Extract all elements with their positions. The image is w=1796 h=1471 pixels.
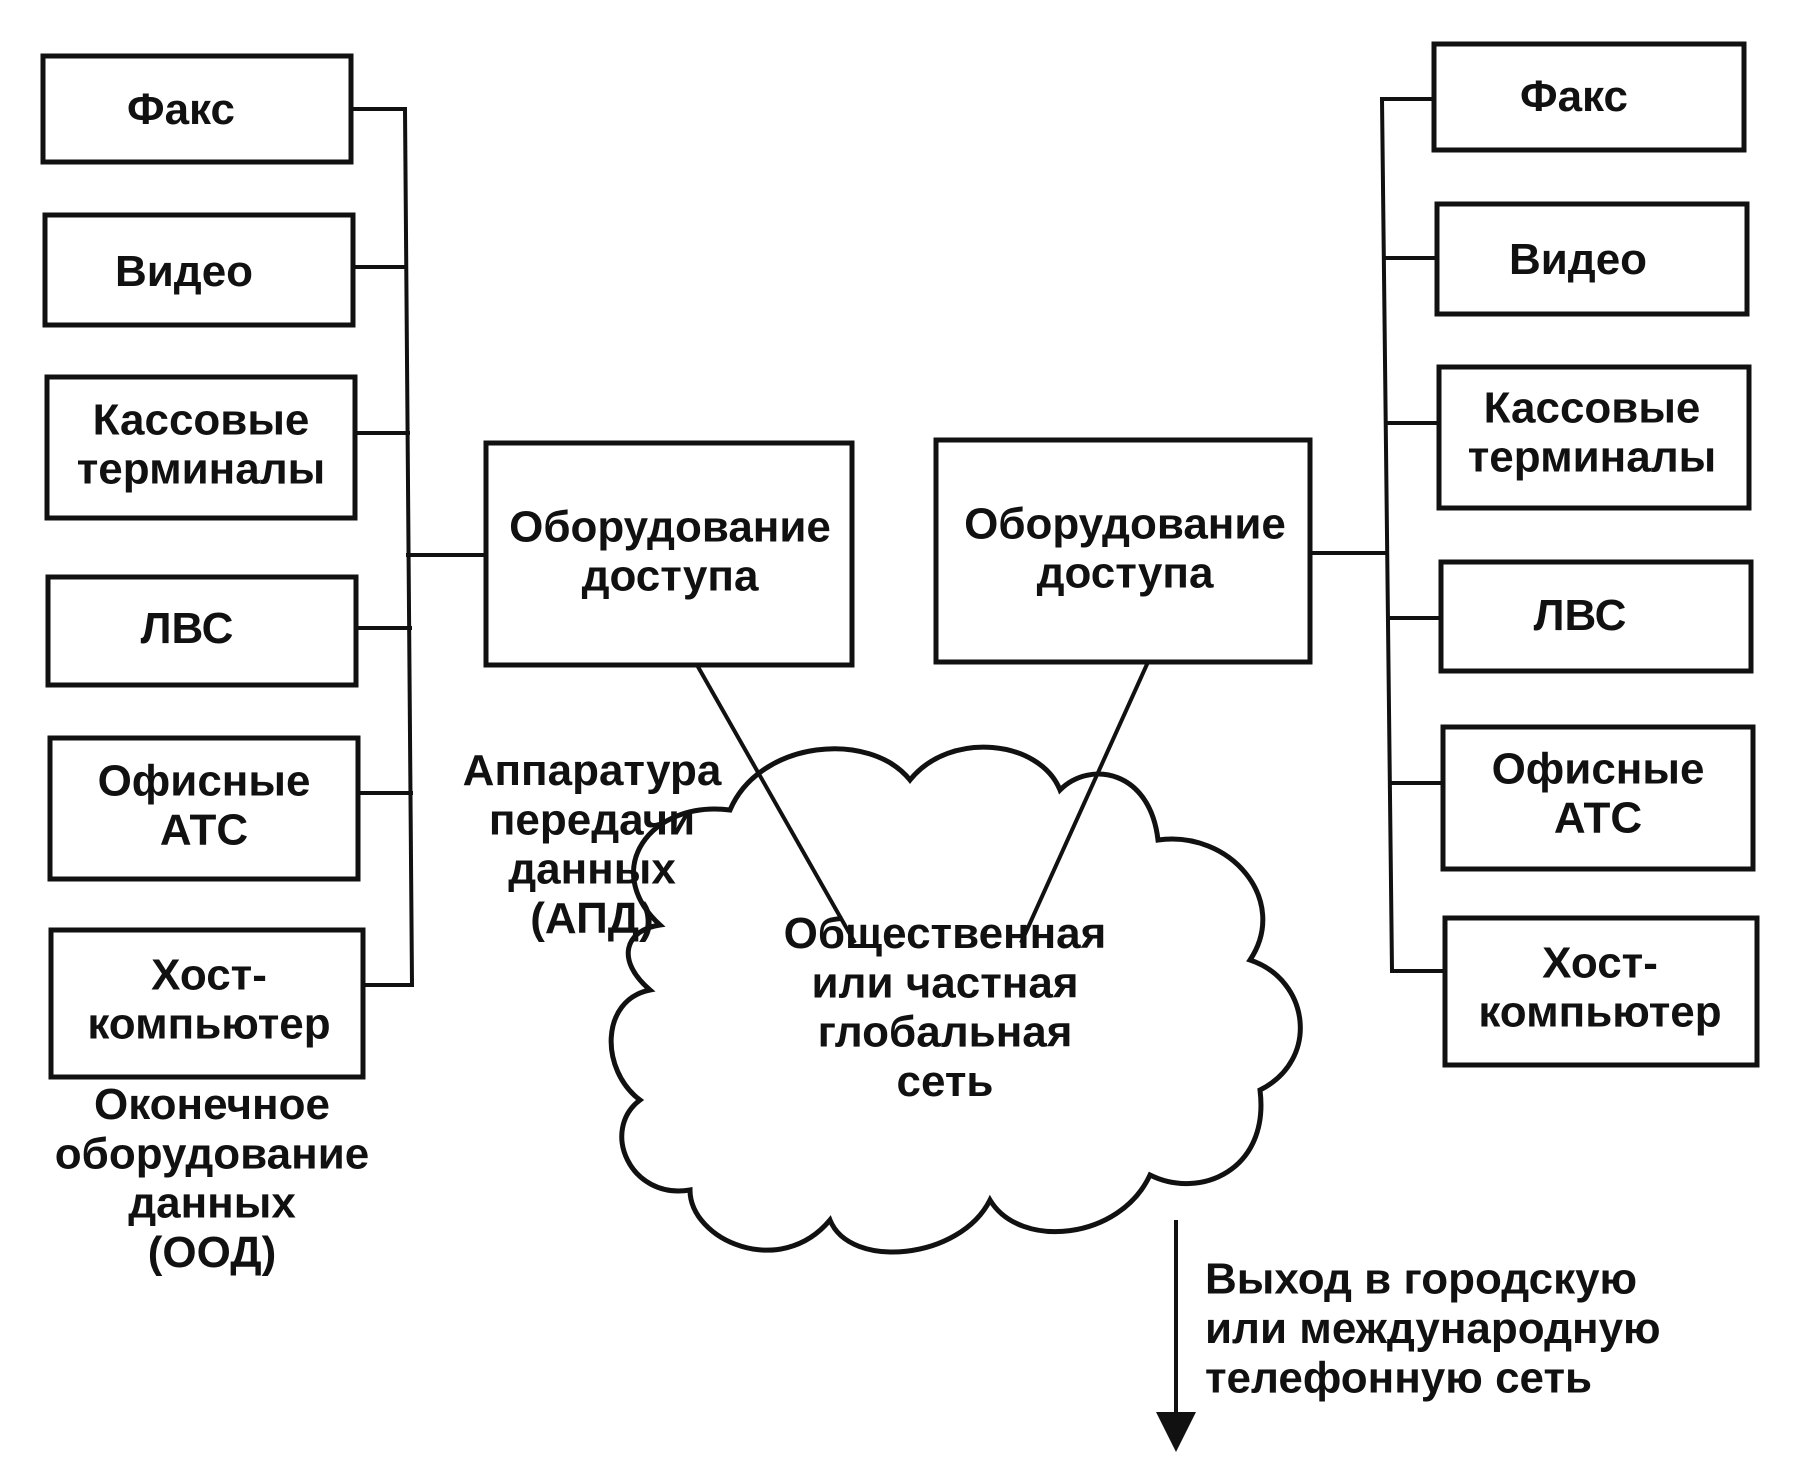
left-device-lan: ЛВС <box>45 574 359 688</box>
right-device-host-computer: Хост-компьютер <box>1442 915 1760 1068</box>
right-device-label: Хост-компьютер <box>1478 938 1721 1036</box>
right-device-lan: ЛВС <box>1438 559 1754 674</box>
left-device-label: Видео <box>115 247 253 296</box>
right-device-fax: Факс <box>1431 41 1747 153</box>
dce-link-left <box>695 664 857 944</box>
right-device-label: ЛВС <box>1534 591 1627 640</box>
right-device-video: Видео <box>1434 201 1750 317</box>
exit-arrow <box>1156 1220 1196 1452</box>
right-device-label: Видео <box>1509 235 1647 284</box>
left-device-fax: Факс <box>40 53 354 165</box>
left-device-host-computer: Хост-компьютер <box>48 927 366 1080</box>
left-device-label: ЛВС <box>141 604 234 653</box>
dce-link-right <box>1019 661 1150 944</box>
left-device-label: Хост-компьютер <box>87 950 330 1048</box>
right-device-label: Факс <box>1520 72 1628 121</box>
left-device-video: Видео <box>42 212 356 328</box>
left-bus <box>349 106 487 988</box>
right-bus <box>1309 96 1447 974</box>
network-cloud <box>608 744 1303 1255</box>
left-device-label: Факс <box>127 85 235 134</box>
